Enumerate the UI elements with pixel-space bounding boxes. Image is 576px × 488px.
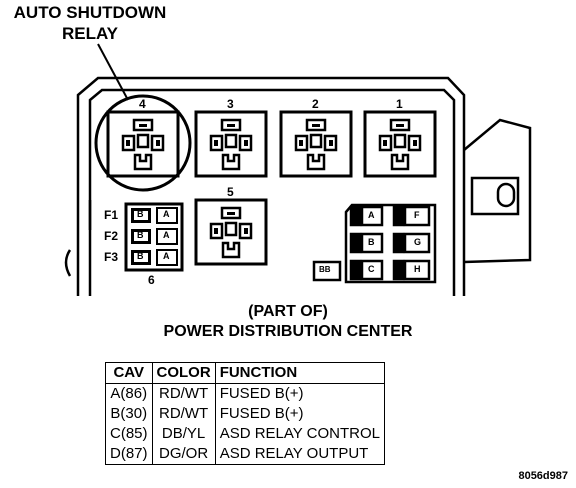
cell-cav: A(86): [105, 383, 153, 404]
cell-color: DB/YL: [151, 424, 216, 444]
fuse-f1-right: A: [163, 209, 170, 219]
cell-cav: C(85): [105, 424, 153, 444]
header-cav: CAV: [105, 362, 153, 384]
fuse-f3-label: F3: [104, 250, 119, 264]
header-function: FUNCTION: [214, 362, 386, 384]
connector-a-label: A: [368, 210, 375, 220]
table-row: D(87) DG/OR ASD RELAY OUTPUT: [105, 444, 386, 465]
connector-bb-label: BB: [319, 265, 331, 274]
callout-leader: [97, 43, 129, 101]
relay-2: [279, 110, 353, 178]
relay-5: [194, 198, 268, 266]
table-row: A(86) RD/WT FUSED B(+): [105, 383, 386, 404]
callout-line2: RELAY: [61, 24, 119, 43]
connector-g-label: G: [414, 237, 422, 247]
connector-c-label: C: [368, 264, 375, 274]
fuse-f2-label: F2: [104, 229, 119, 243]
table-row: C(85) DB/YL ASD RELAY CONTROL: [105, 424, 386, 444]
callout-circle: [94, 94, 192, 192]
relay-1-number: 1: [396, 97, 403, 111]
cell-color: RD/WT: [151, 404, 216, 424]
fuse-f3-left: B: [137, 251, 144, 261]
relay-2-number: 2: [312, 97, 319, 111]
fuse-f1-left: B: [137, 209, 144, 219]
header-color: COLOR: [151, 362, 216, 384]
fuse-f3-right: A: [163, 251, 170, 261]
cell-function: ASD RELAY CONTROL: [214, 424, 386, 444]
cell-color: RD/WT: [151, 383, 216, 404]
fuse-f2-left: B: [137, 230, 144, 240]
cell-function: FUSED B(+): [214, 383, 386, 404]
fuse-f2-right: A: [163, 230, 170, 240]
relay-3-number: 3: [227, 97, 234, 111]
cell-color: DG/OR: [151, 444, 216, 465]
table-row: B(30) RD/WT FUSED B(+): [105, 404, 386, 424]
cavity-function-table: CAV COLOR FUNCTION A(86) RD/WT FUSED B(+…: [105, 362, 386, 465]
pdc-housing: [64, 76, 532, 296]
relay-5-number: 5: [227, 185, 234, 199]
fuse-f1-label: F1: [104, 208, 119, 222]
connector-f-label: F: [414, 210, 420, 220]
figure-id: 8056d987: [518, 470, 568, 482]
fuse-block: [124, 202, 184, 272]
fuse-group-label: 6: [148, 273, 155, 287]
relay-1: [363, 110, 437, 178]
cell-function: FUSED B(+): [214, 404, 386, 424]
relay-4-number: 4: [139, 97, 146, 111]
cell-cav: B(30): [105, 404, 153, 424]
relay-4: [106, 110, 180, 178]
relay-3: [194, 110, 268, 178]
callout-label: AUTO SHUTDOWN RELAY: [0, 2, 180, 44]
cell-cav: D(87): [105, 444, 153, 465]
caption-line2: POWER DISTRIBUTION CENTER: [163, 323, 413, 340]
connector-b-label: B: [368, 237, 375, 247]
cell-function: ASD RELAY OUTPUT: [214, 444, 386, 465]
connector-h-label: H: [414, 264, 421, 274]
table-header-row: CAV COLOR FUNCTION: [105, 362, 386, 384]
callout-line1: AUTO SHUTDOWN: [13, 3, 167, 22]
caption-line1: (PART OF): [248, 303, 328, 320]
connector-block: [312, 203, 437, 284]
